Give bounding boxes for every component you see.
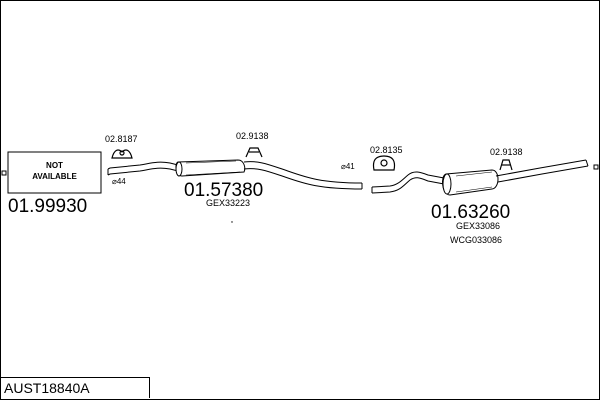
hanger-bracket-rear-icon <box>499 159 513 171</box>
right-edge-marker <box>593 164 599 170</box>
part-ref-p2: GEX33223 <box>206 198 250 208</box>
not-available-line2: AVAILABLE <box>32 172 77 181</box>
not-available-line1: NOT <box>46 161 63 170</box>
fitting-number-h1: 02.8187 <box>105 134 138 144</box>
center-dot <box>231 221 233 223</box>
part-ref-p3-b: WCG033086 <box>450 235 502 245</box>
fitting-number-h4: 02.9138 <box>490 147 523 157</box>
rubber-ring-icon <box>372 155 396 171</box>
hanger-bracket-icon <box>245 147 263 158</box>
kit-code: AUST18840A <box>0 377 150 398</box>
part-number-p1: 01.99930 <box>8 196 87 217</box>
not-available-box: NOT AVAILABLE <box>7 151 102 194</box>
rear-pipe-with-silencer <box>371 159 589 196</box>
fitting-number-h2: 02.9138 <box>236 131 269 141</box>
diameter-label-44: ⌀44 <box>112 177 126 186</box>
left-edge-marker <box>1 170 7 176</box>
rubber-mount-icon <box>111 149 133 159</box>
part-ref-p3-a: GEX33086 <box>456 221 500 231</box>
part-number-p2: 01.57380 <box>184 180 263 201</box>
front-pipe-with-muffler <box>107 159 363 190</box>
part-number-p3: 01.63260 <box>431 202 510 223</box>
fitting-number-h3: 02.8135 <box>370 145 403 155</box>
diameter-label-41: ⌀41 <box>341 162 355 171</box>
